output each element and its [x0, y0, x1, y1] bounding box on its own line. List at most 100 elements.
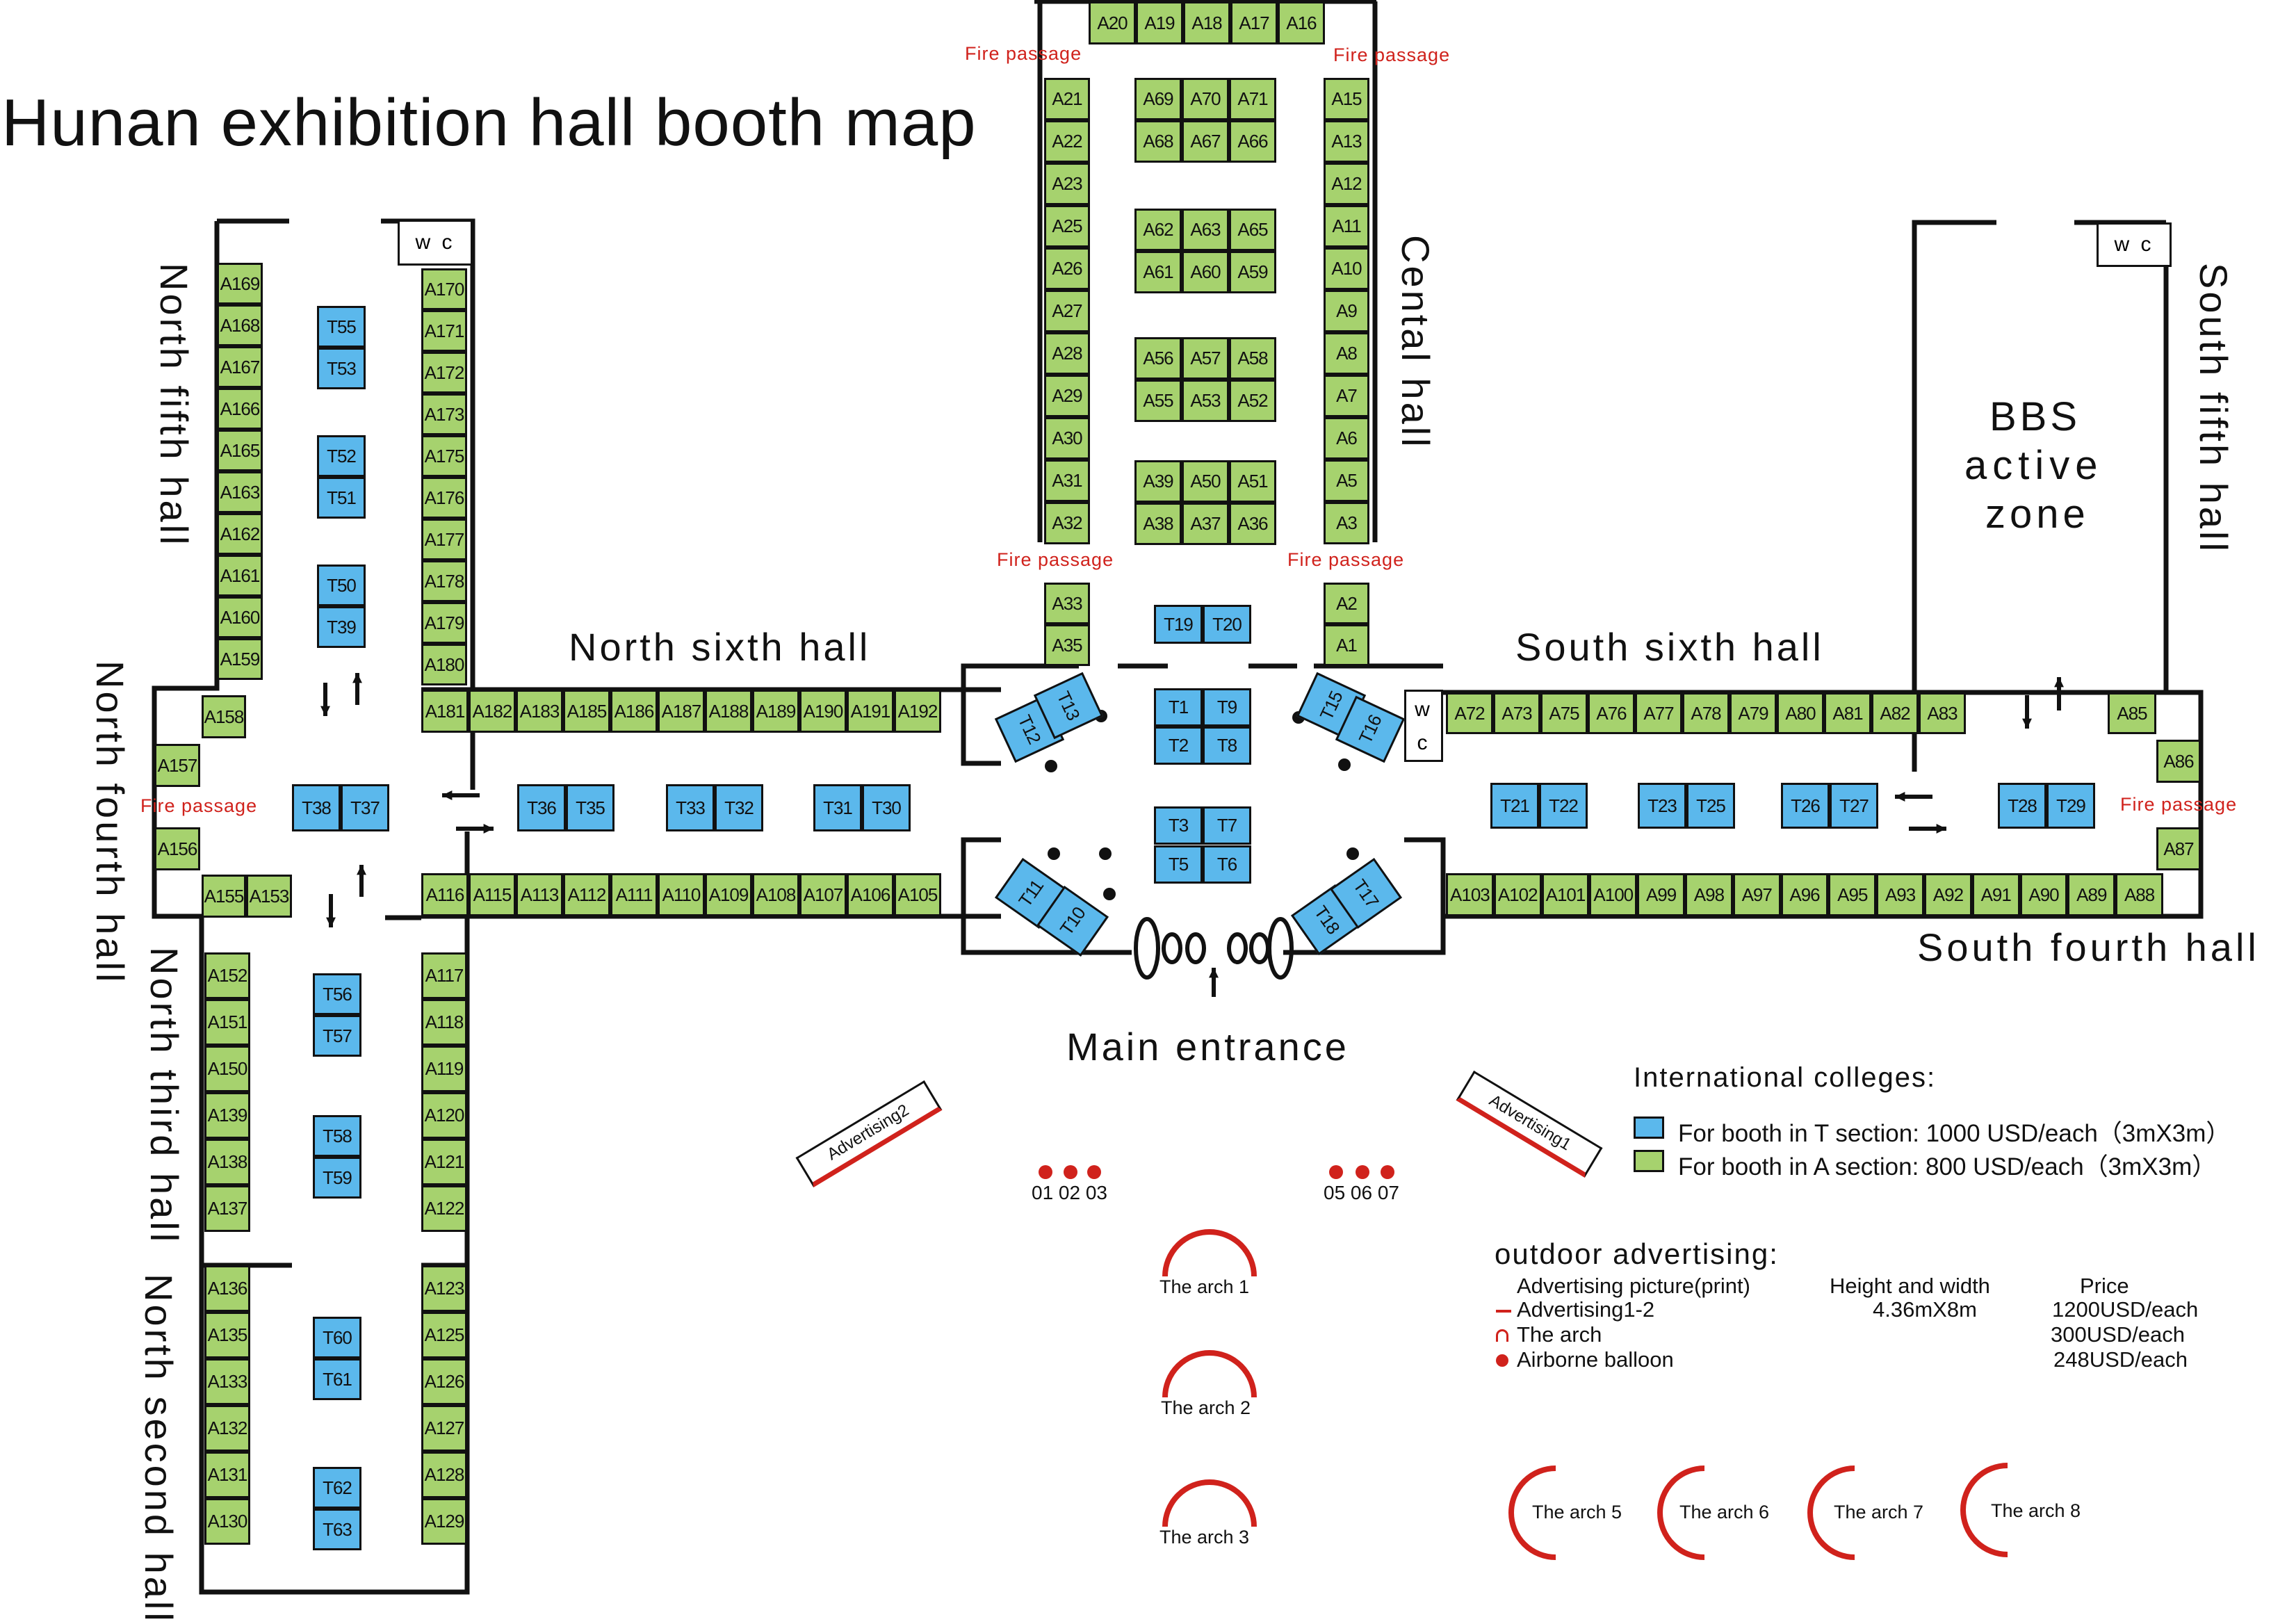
booth-t26[interactable]: T26	[1781, 783, 1830, 829]
booth-t20[interactable]: T20	[1203, 605, 1251, 644]
booth-a109[interactable]: A109	[705, 873, 752, 916]
booth-a151[interactable]: A151	[204, 999, 250, 1046]
booth-a190[interactable]: A190	[799, 690, 847, 733]
booth-a136[interactable]: A136	[204, 1265, 250, 1312]
booth-a1[interactable]: A1	[1324, 624, 1369, 666]
booth-t19[interactable]: T19	[1154, 605, 1203, 644]
booth-t29[interactable]: T29	[2046, 783, 2095, 829]
booth-a162[interactable]: A162	[217, 513, 263, 555]
booth-a163[interactable]: A163	[217, 471, 263, 513]
booth-a99[interactable]: A99	[1637, 873, 1685, 916]
booth-a121[interactable]: A121	[421, 1139, 467, 1185]
booth-t2[interactable]: T2	[1154, 726, 1203, 765]
booth-a31[interactable]: A31	[1044, 460, 1090, 502]
booth-t50[interactable]: T50	[317, 565, 366, 606]
booth-a122[interactable]: A122	[421, 1185, 467, 1232]
booth-a188[interactable]: A188	[705, 690, 752, 733]
booth-a32[interactable]: A32	[1044, 502, 1090, 544]
booth-t21[interactable]: T21	[1490, 783, 1539, 829]
booth-a8[interactable]: A8	[1324, 332, 1369, 375]
booth-a91[interactable]: A91	[1971, 873, 2020, 916]
booth-a5[interactable]: A5	[1324, 460, 1369, 502]
booth-t60[interactable]: T60	[313, 1317, 361, 1358]
booth-a138[interactable]: A138	[204, 1139, 250, 1185]
booth-a126[interactable]: A126	[421, 1358, 467, 1405]
booth-t23[interactable]: T23	[1638, 783, 1686, 829]
booth-t25[interactable]: T25	[1686, 783, 1735, 829]
booth-t8[interactable]: T8	[1203, 726, 1251, 765]
booth-a155[interactable]: A155	[202, 875, 246, 918]
booth-a186[interactable]: A186	[610, 690, 658, 733]
booth-t7[interactable]: T7	[1203, 806, 1251, 845]
booth-t1[interactable]: T1	[1154, 688, 1203, 726]
booth-a90[interactable]: A90	[2019, 873, 2068, 916]
booth-a62[interactable]: A62	[1134, 209, 1182, 251]
booth-t63[interactable]: T63	[313, 1509, 361, 1550]
booth-a183[interactable]: A183	[516, 690, 563, 733]
booth-a22[interactable]: A22	[1044, 120, 1090, 163]
booth-a13[interactable]: A13	[1324, 120, 1369, 163]
booth-a191[interactable]: A191	[847, 690, 894, 733]
booth-a59[interactable]: A59	[1229, 251, 1276, 293]
booth-t9[interactable]: T9	[1203, 688, 1251, 726]
booth-a29[interactable]: A29	[1044, 375, 1090, 417]
booth-t52[interactable]: T52	[317, 435, 366, 477]
booth-a37[interactable]: A37	[1182, 503, 1229, 545]
booth-a2[interactable]: A2	[1324, 583, 1369, 624]
booth-a157[interactable]: A157	[154, 744, 200, 787]
booth-a70[interactable]: A70	[1182, 78, 1229, 120]
booth-a66[interactable]: A66	[1229, 120, 1276, 163]
booth-t22[interactable]: T22	[1539, 783, 1588, 829]
booth-a85[interactable]: A85	[2108, 692, 2156, 734]
booth-a79[interactable]: A79	[1730, 692, 1777, 734]
booth-a81[interactable]: A81	[1824, 692, 1871, 734]
booth-a116[interactable]: A116	[421, 873, 469, 916]
booth-a17[interactable]: A17	[1230, 1, 1278, 44]
booth-a169[interactable]: A169	[217, 263, 263, 304]
booth-t5[interactable]: T5	[1154, 845, 1203, 884]
booth-a51[interactable]: A51	[1229, 460, 1276, 503]
booth-t38[interactable]: T38	[292, 784, 341, 831]
booth-a71[interactable]: A71	[1229, 78, 1276, 120]
booth-t36[interactable]: T36	[517, 784, 566, 831]
booth-a78[interactable]: A78	[1682, 692, 1730, 734]
booth-a75[interactable]: A75	[1540, 692, 1588, 734]
booth-a179[interactable]: A179	[421, 602, 467, 644]
booth-a171[interactable]: A171	[421, 310, 467, 352]
booth-a61[interactable]: A61	[1134, 251, 1182, 293]
booth-a55[interactable]: A55	[1134, 380, 1182, 422]
booth-a128[interactable]: A128	[421, 1452, 467, 1498]
booth-a97[interactable]: A97	[1732, 873, 1781, 916]
booth-a18[interactable]: A18	[1183, 1, 1230, 44]
booth-a173[interactable]: A173	[421, 393, 467, 435]
booth-a105[interactable]: A105	[894, 873, 941, 916]
booth-t30[interactable]: T30	[862, 784, 911, 831]
booth-a160[interactable]: A160	[217, 596, 263, 638]
booth-a16[interactable]: A16	[1278, 1, 1325, 44]
booth-a9[interactable]: A9	[1324, 290, 1369, 332]
booth-a102[interactable]: A102	[1493, 873, 1542, 916]
booth-a83[interactable]: A83	[1919, 692, 1966, 734]
booth-a131[interactable]: A131	[204, 1452, 250, 1498]
booth-a120[interactable]: A120	[421, 1092, 467, 1139]
booth-a57[interactable]: A57	[1182, 337, 1229, 380]
booth-a25[interactable]: A25	[1044, 205, 1090, 247]
booth-a150[interactable]: A150	[204, 1046, 250, 1092]
booth-a39[interactable]: A39	[1134, 460, 1182, 503]
booth-t55[interactable]: T55	[317, 306, 366, 348]
booth-t32[interactable]: T32	[715, 784, 763, 831]
booth-t33[interactable]: T33	[666, 784, 715, 831]
booth-t28[interactable]: T28	[1998, 783, 2046, 829]
booth-a30[interactable]: A30	[1044, 417, 1090, 460]
booth-a73[interactable]: A73	[1493, 692, 1540, 734]
booth-a165[interactable]: A165	[217, 430, 263, 471]
booth-a178[interactable]: A178	[421, 560, 467, 602]
booth-a107[interactable]: A107	[799, 873, 847, 916]
booth-a192[interactable]: A192	[894, 690, 941, 733]
booth-a103[interactable]: A103	[1446, 873, 1494, 916]
booth-t31[interactable]: T31	[813, 784, 862, 831]
booth-a7[interactable]: A7	[1324, 375, 1369, 417]
booth-t51[interactable]: T51	[317, 477, 366, 519]
booth-a182[interactable]: A182	[469, 690, 516, 733]
booth-t57[interactable]: T57	[313, 1015, 361, 1057]
